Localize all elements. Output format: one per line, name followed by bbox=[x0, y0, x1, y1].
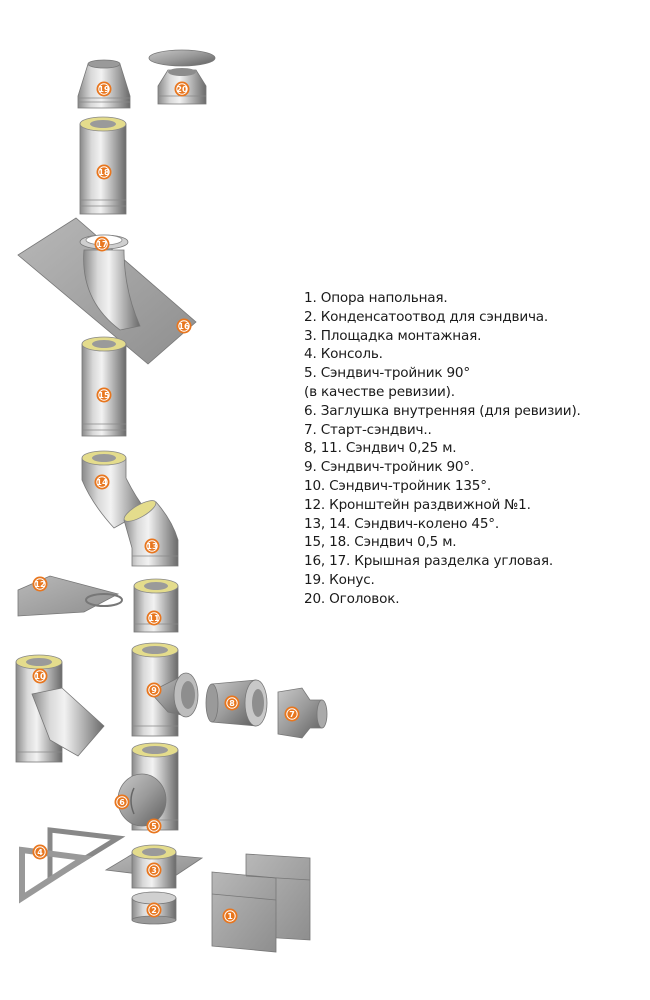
legend-item: 1. Опора напольная. bbox=[304, 290, 448, 306]
badge-1: 1 bbox=[222, 908, 238, 924]
badge-6: 6 bbox=[114, 794, 130, 810]
legend-item: 20. Оголовок. bbox=[304, 590, 400, 607]
badge-ring bbox=[286, 708, 298, 720]
badge-ring bbox=[34, 846, 46, 858]
badge-5: 5 bbox=[146, 818, 162, 834]
badge-17: 17 bbox=[94, 236, 110, 252]
badge-14: 14 bbox=[94, 474, 110, 490]
badge-label: 20 bbox=[176, 85, 188, 94]
legend-item: 4. Консоль. bbox=[304, 346, 383, 363]
badge-ring bbox=[96, 476, 108, 488]
badge-label: 15 bbox=[98, 391, 110, 400]
part-4-console bbox=[19, 827, 126, 904]
part-6-inner-plug bbox=[117, 773, 167, 827]
part-10-tee-135 bbox=[15, 654, 105, 763]
badge-ring bbox=[148, 612, 160, 624]
part-16-roof-flashing bbox=[17, 217, 197, 365]
badge-ring bbox=[146, 540, 158, 552]
badge-label: 12 bbox=[34, 580, 45, 589]
part-15-pipe bbox=[81, 336, 127, 437]
badge-9: 9 bbox=[146, 682, 162, 698]
badge-label: 3 bbox=[151, 866, 157, 875]
legend-item: 3. Площадка монтажная. bbox=[304, 327, 482, 344]
badge-15: 15 bbox=[96, 387, 112, 403]
badge-ring bbox=[148, 864, 160, 876]
badge-12: 12 bbox=[32, 576, 48, 592]
legend-item: 7. Старт-сэндвич.. bbox=[304, 421, 432, 438]
badge-ring bbox=[34, 670, 46, 682]
legend-list: 1. Опора напольная. 2. Конденсатоотвод д… bbox=[304, 289, 581, 609]
badge-13: 13 bbox=[144, 538, 160, 554]
part-1-floor-support bbox=[211, 853, 311, 953]
badge-18: 18 bbox=[96, 164, 112, 180]
badge-label: 4 bbox=[37, 848, 43, 857]
badge-19: 19 bbox=[96, 81, 112, 97]
part-7-start-sandwich bbox=[277, 687, 328, 739]
badge-label: 5 bbox=[151, 822, 157, 831]
badge-ring bbox=[98, 83, 110, 95]
badge-label: 19 bbox=[98, 85, 110, 94]
badge-ring bbox=[178, 320, 190, 332]
badge-label: 18 bbox=[98, 168, 110, 177]
badge-ring bbox=[224, 910, 236, 922]
legend-item: 10. Сэндвич-тройник 135°. bbox=[304, 477, 491, 494]
badge-8: 8 bbox=[224, 695, 240, 711]
badge-10: 10 bbox=[32, 668, 48, 684]
badge-label: 13 bbox=[146, 542, 157, 551]
legend-item: 6. Заглушка внутренняя (для ревизии). bbox=[304, 402, 581, 419]
badge-3: 3 bbox=[146, 862, 162, 878]
badge-label: 1 bbox=[227, 912, 233, 921]
badge-ring bbox=[176, 83, 188, 95]
badge-label: 8 bbox=[229, 699, 235, 708]
badge-ring bbox=[116, 796, 128, 808]
legend-item: 19. Конус. bbox=[304, 571, 375, 588]
legend-item: 16, 17. Крышная разделка угловая. bbox=[304, 553, 553, 570]
badge-ring bbox=[98, 389, 110, 401]
legend-item: 13, 14. Сэндвич-колено 45°. bbox=[304, 515, 500, 532]
legend-item: 12. Кронштейн раздвижной №1. bbox=[304, 496, 531, 513]
badge-label: 7 bbox=[289, 710, 295, 719]
legend-item: 15, 18. Сэндвич 0,5 м. bbox=[304, 534, 457, 551]
badge-label: 14 bbox=[96, 478, 108, 487]
badge-ring bbox=[148, 904, 160, 916]
legend-item: 8, 11. Сэндвич 0,25 м. bbox=[304, 440, 457, 457]
badge-label: 2 bbox=[151, 906, 157, 915]
badge-label: 6 bbox=[119, 798, 125, 807]
badge-20: 20 bbox=[174, 81, 190, 97]
badge-ring bbox=[98, 166, 110, 178]
badge-16: 16 bbox=[176, 318, 192, 334]
legend-item: (в качестве ревизии). bbox=[304, 383, 455, 400]
badge-ring bbox=[96, 238, 108, 250]
part-13-elbow bbox=[123, 500, 179, 567]
legend-item: 9. Сэндвич-тройник 90°. bbox=[304, 459, 475, 476]
part-9-tee-90 bbox=[131, 642, 199, 737]
badge-label: 17 bbox=[96, 240, 107, 249]
part-20-cap bbox=[148, 49, 216, 105]
badge-4: 4 bbox=[32, 844, 48, 860]
badge-ring bbox=[148, 684, 160, 696]
badge-label: 9 bbox=[151, 686, 157, 695]
badge-ring bbox=[34, 578, 46, 590]
badge-2: 2 bbox=[146, 902, 162, 918]
badge-ring bbox=[226, 697, 238, 709]
badge-7: 7 bbox=[284, 706, 300, 722]
badge-11: 11 bbox=[146, 610, 162, 626]
badge-label: 16 bbox=[178, 322, 190, 331]
badge-ring bbox=[148, 820, 160, 832]
legend-item: 2. Конденсатоотвод для сэндвича. bbox=[304, 308, 549, 325]
badge-label: 11 bbox=[148, 614, 160, 623]
legend-item: 5. Сэндвич-тройник 90° bbox=[304, 365, 470, 382]
badge-label: 10 bbox=[34, 672, 46, 681]
